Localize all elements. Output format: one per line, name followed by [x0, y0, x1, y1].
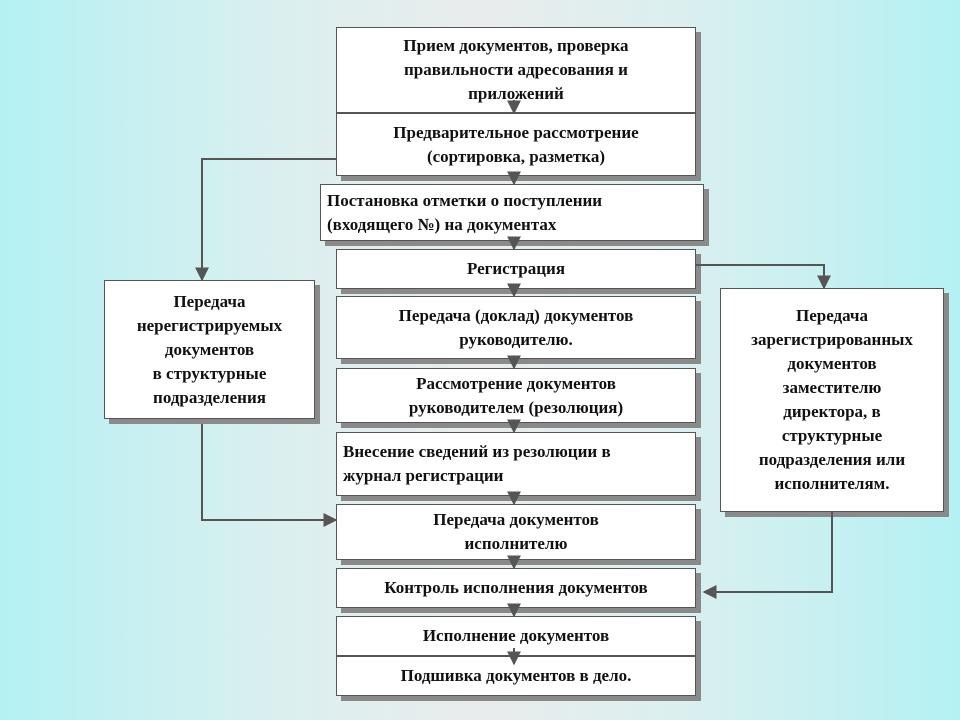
step-receive-documents: Прием документов, проверка правильности … — [336, 27, 696, 113]
side-right-registered-transfer: Передача зарегистрированных документов з… — [720, 288, 944, 512]
step-receipt-mark: Постановка отметки о поступлении (входящ… — [320, 184, 704, 241]
arrow-left-box-to-executor — [201, 424, 338, 527]
step-execution-control: Контроль исполнения документов — [336, 568, 696, 608]
arrow-to-right-box — [696, 264, 831, 290]
step-preliminary-review: Предварительное рассмотрение (сортировка… — [336, 113, 696, 176]
arrow-to-left-box — [195, 158, 336, 282]
side-left-unregistered-transfer: Передача нерегистрируемых документов в с… — [104, 280, 315, 419]
arrow-right-box-to-control — [702, 512, 833, 599]
step-pass-to-executor: Передача документов исполнителю — [336, 504, 696, 560]
step-filing: Подшивка документов в дело. — [336, 656, 696, 696]
step-report-to-manager: Передача (доклад) документов руководител… — [336, 296, 696, 359]
step-registration: Регистрация — [336, 249, 696, 289]
step-document-execution: Исполнение документов — [336, 616, 696, 656]
step-manager-review: Рассмотрение документов руководителем (р… — [336, 368, 696, 423]
step-journal-entry: Внесение сведений из резолюции в журнал … — [336, 432, 696, 496]
